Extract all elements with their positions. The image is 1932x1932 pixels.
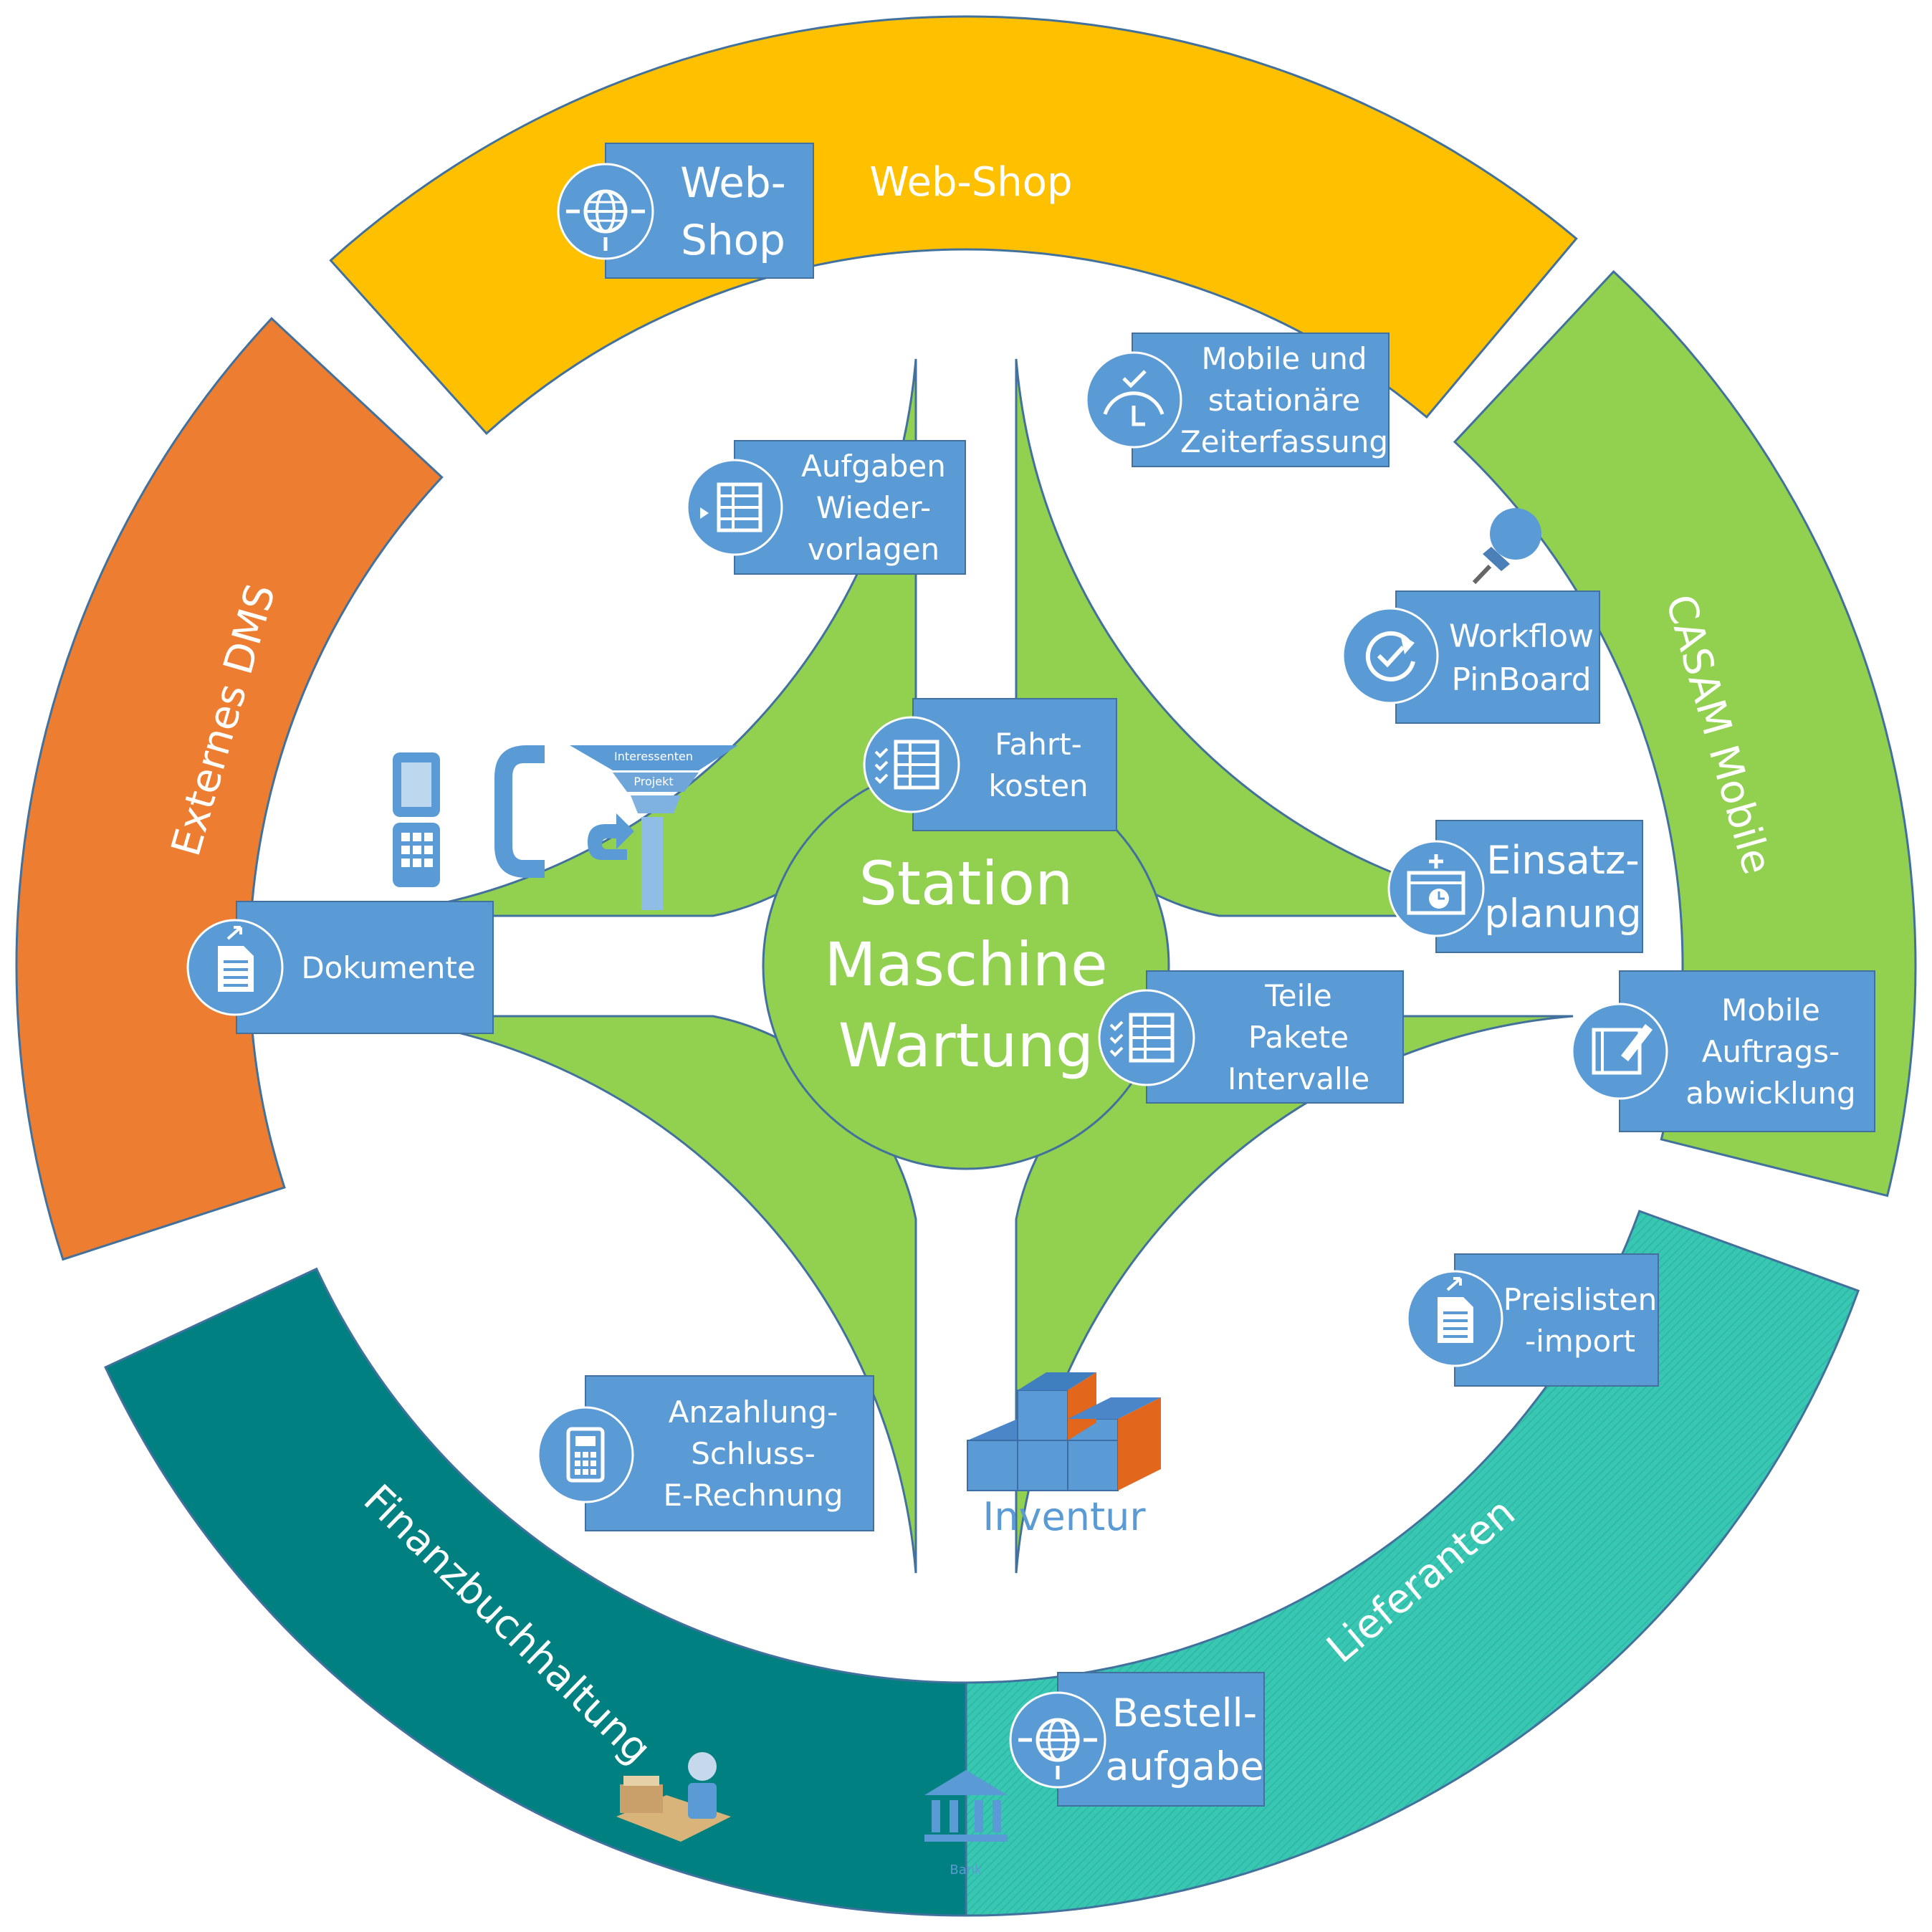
module-einsatz-line-2: planung — [1484, 891, 1641, 937]
module-webshop-line-2: Shop — [681, 216, 785, 264]
notebook-icon — [1592, 1024, 1653, 1075]
module-einsatz-line-1: Einsatz- — [1486, 838, 1640, 883]
globe-icon — [1018, 1718, 1097, 1779]
outer-ring — [15, 15, 1917, 1917]
pushpin-icon — [1472, 508, 1541, 585]
module-teile-line-3: Intervalle — [1228, 1061, 1369, 1096]
center-line-3: Wartung — [838, 1010, 1094, 1081]
module-auftrag-line-1: Mobile — [1721, 993, 1820, 1028]
module-anzahlung-line-2: Schluss- — [691, 1436, 816, 1471]
inventory-boxes-icon — [967, 1372, 1161, 1491]
document-icon — [1438, 1277, 1473, 1343]
module-preisliste-line-1: Preislisten — [1503, 1282, 1657, 1317]
calculator-icon — [566, 1427, 605, 1483]
module-einsatz: Einsatz-planung — [1387, 820, 1643, 953]
inner-label-faktura: Faktura — [593, 1205, 724, 1342]
module-bestell: Bestell-aufgabe — [1009, 1672, 1265, 1807]
module-auftrag-line-2: Auftrags- — [1702, 1034, 1840, 1069]
clock-check-icon — [1103, 370, 1165, 426]
center-line-1: Station — [859, 848, 1073, 919]
module-zeiterfassung-line-1: Mobile und — [1201, 341, 1367, 376]
module-aufgaben-line-2: Wieder- — [816, 490, 931, 525]
center-label: Station Maschine Wartung — [824, 848, 1107, 1081]
bank-icon — [924, 1770, 1008, 1842]
module-teile-line-1: Teile — [1264, 978, 1332, 1013]
outer-segment-finanzbuchhaltung — [104, 1267, 967, 1917]
module-fahrtkosten: Fahrt-kosten — [863, 698, 1117, 831]
outer-segment-externes-dms — [15, 317, 444, 1261]
module-icon-circle-workflow — [1342, 607, 1439, 704]
module-icon-circle-zeiterfassung — [1085, 351, 1182, 449]
module-auftrag-line-3: abwicklung — [1685, 1076, 1855, 1111]
module-webshop-line-1: Web- — [680, 158, 785, 207]
module-workflow-line-1: Workflow — [1449, 618, 1594, 654]
table-icon — [700, 482, 762, 532]
module-zeiterfassung-line-3: Zeiterfassung — [1180, 424, 1388, 459]
accountant-icon — [616, 1752, 731, 1842]
funnel-label-interessenten: Interessenten — [614, 750, 693, 763]
module-fahrtkosten-line-1: Fahrt- — [995, 727, 1082, 762]
inner-label-service: Service — [1218, 594, 1352, 727]
outer-segment-casam-mobile — [1453, 269, 1917, 1197]
module-anzahlung-line-1: Anzahlung- — [669, 1395, 838, 1430]
module-teile-line-2: Pakete — [1248, 1020, 1349, 1055]
document-icon — [218, 926, 254, 992]
module-fahrtkosten-line-2: kosten — [988, 768, 1088, 803]
refresh-check-icon — [1365, 631, 1415, 682]
module-workflow-line-2: PinBoard — [1452, 661, 1592, 698]
bank-label: Bank — [950, 1862, 982, 1878]
module-dokumente: Dokumente — [186, 901, 494, 1034]
globe-icon — [566, 189, 645, 251]
module-anzahlung-line-3: E-Rechnung — [663, 1478, 843, 1513]
inventur-label: Inventur — [982, 1494, 1146, 1539]
center-line-2: Maschine — [824, 929, 1107, 1000]
module-preisliste-line-2: -import — [1525, 1324, 1635, 1359]
checklist-icon — [1109, 1013, 1175, 1063]
module-dokumente-line-1: Dokumente — [301, 950, 475, 985]
module-zeiterfassung-line-2: stationäre — [1208, 383, 1360, 418]
module-icon-circle-auftrag — [1571, 1003, 1668, 1100]
module-bestell-line-1: Bestell- — [1112, 1690, 1257, 1736]
outer-label-web-shop: Web-Shop — [869, 159, 1072, 206]
module-anzahlung: Anzahlung- Schluss- E-Rechnung — [537, 1375, 874, 1531]
calendar-icon — [1407, 854, 1465, 915]
module-aufgaben-line-3: vorlagen — [808, 532, 939, 567]
sales-funnel-icon: Interessenten Projekt — [570, 745, 738, 910]
module-aufgaben-line-1: Aufgaben — [801, 449, 946, 484]
checklist-icon — [874, 740, 939, 790]
module-preisliste: Preislisten -import — [1406, 1253, 1659, 1387]
module-webshop: Web- Shop — [557, 143, 814, 279]
phone-icons — [393, 745, 545, 887]
module-bestell-line-2: aufgabe — [1105, 1744, 1263, 1789]
funnel-label-projekt: Projekt — [633, 775, 673, 788]
